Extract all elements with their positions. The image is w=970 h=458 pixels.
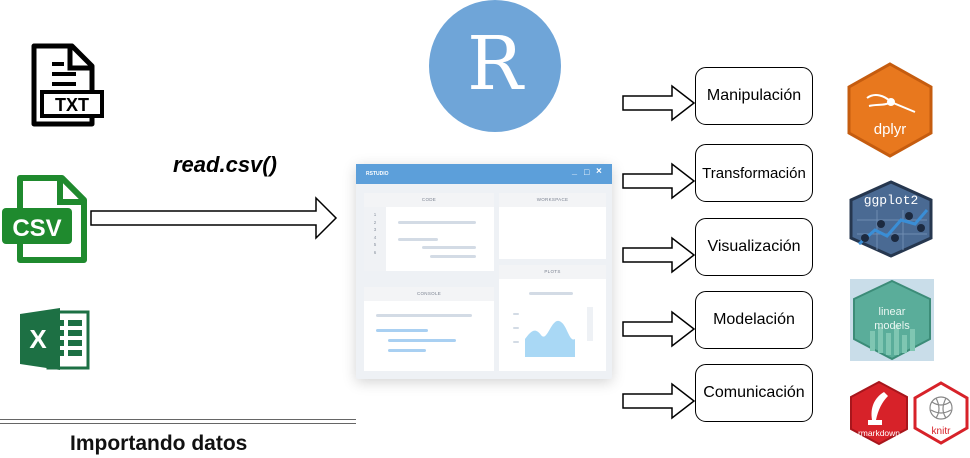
console-panel-title: CONSOLE: [364, 287, 494, 301]
console-line: [376, 329, 428, 332]
section-title: Importando datos: [70, 432, 248, 455]
plot-axis-tick: [513, 341, 519, 343]
arrow-to-comunicacion: [622, 382, 696, 420]
csv-file-icon: CSV: [2, 175, 87, 263]
csv-label: CSV: [12, 215, 61, 242]
line-gutter: 1 2 3 4 5 6: [364, 207, 386, 271]
excel-icon: X: [20, 308, 90, 370]
knitr-label: knitr: [932, 426, 952, 437]
console-line: [376, 314, 472, 317]
code-panel-title: CODE: [364, 193, 494, 207]
console-line: [388, 349, 426, 352]
window-maximize-icon[interactable]: □: [584, 167, 590, 177]
r-logo: [429, 0, 561, 132]
rstudio-window: RSTUDIO _ □ × CODE 1 2 3 4 5 6 WORKSPACE…: [356, 164, 612, 379]
plot-axis-tick: [513, 327, 519, 329]
pliers-icon: [866, 94, 916, 113]
quill-icon: [868, 392, 888, 425]
console-line: [388, 339, 456, 342]
ggplot2-logo: ggplot2: [849, 180, 933, 258]
txt-file-icon: TXT: [31, 43, 104, 127]
plot-axis-tick: [513, 313, 519, 315]
stage-transformacion: Transformación: [695, 144, 813, 202]
workspace-panel: WORKSPACE: [499, 193, 606, 259]
area-plot-thumbnail: [525, 320, 575, 357]
rstudio-title: RSTUDIO: [366, 171, 389, 177]
rstudio-titlebar: RSTUDIO _ □ ×: [356, 164, 612, 184]
stage-manipulacion: Manipulación: [695, 67, 813, 125]
arrow-to-transformacion: [622, 162, 696, 200]
stage-comunicacion: Comunicación: [695, 364, 813, 422]
stage-modelacion: Modelación: [695, 291, 813, 349]
window-minimize-icon[interactable]: _: [572, 166, 578, 176]
dplyr-label: dplyr: [874, 121, 907, 138]
dplyr-logo: dplyr: [847, 62, 933, 158]
linear-models-label-1: linear: [879, 306, 906, 318]
plot-scrollbar: [587, 307, 593, 341]
read-function-label: read.csv(): [173, 152, 277, 177]
txt-label: TXT: [55, 95, 89, 115]
ggplot2-label: ggplot2: [864, 193, 919, 208]
rmarkdown-logo: rmarkdown: [850, 380, 908, 446]
code-line: [398, 238, 438, 241]
code-line: [398, 221, 476, 224]
rmarkdown-label: rmarkdown: [858, 428, 900, 438]
ggplot2-trend-line: [858, 209, 929, 246]
code-panel: CODE 1 2 3 4 5 6: [364, 193, 494, 271]
workspace-panel-title: WORKSPACE: [499, 193, 606, 207]
plots-panel-title: PLOTS: [499, 265, 606, 279]
knitr-logo: knitr: [913, 381, 969, 445]
linear-models-hex: linear models: [853, 279, 931, 361]
plot-title-line: [529, 292, 573, 295]
section-divider: [0, 419, 356, 424]
arrow-to-manipulacion: [622, 84, 696, 122]
stage-visualizacion: Visualización: [695, 218, 813, 276]
code-line: [422, 246, 476, 249]
plots-panel: PLOTS: [499, 265, 606, 371]
code-line: [430, 255, 476, 258]
arrow-to-visualizacion: [622, 236, 696, 274]
import-arrow: [90, 196, 338, 240]
excel-label: X: [29, 324, 47, 354]
r-letter: R: [467, 21, 523, 107]
window-close-icon[interactable]: ×: [596, 166, 602, 177]
console-panel: CONSOLE: [364, 287, 494, 371]
yarn-ball-icon: [929, 396, 953, 420]
linear-models-label-2: models: [874, 320, 910, 332]
arrow-to-modelacion: [622, 310, 696, 348]
